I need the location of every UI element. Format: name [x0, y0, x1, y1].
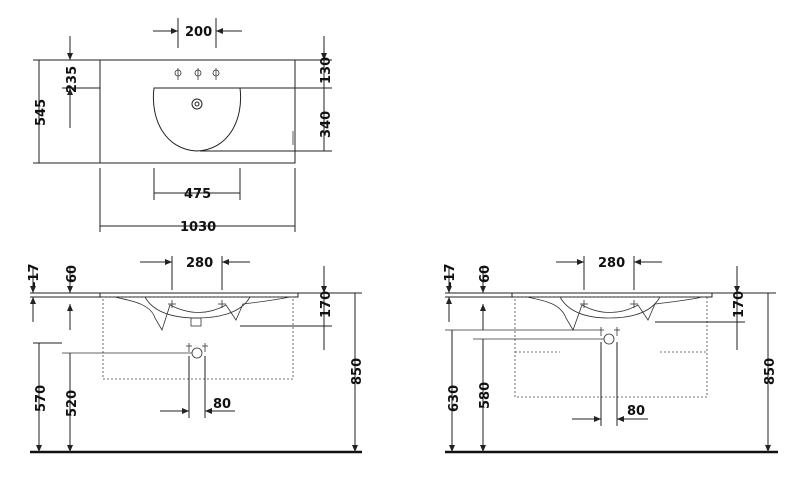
dim-280: 280	[598, 256, 625, 271]
side-view-right: -17 60 280 170 850 630 580 80	[443, 256, 778, 454]
drain-spout	[190, 317, 202, 327]
drain-icon	[191, 98, 203, 110]
dim-850: 850	[763, 358, 778, 385]
bowl-outline	[152, 87, 242, 152]
side-view-left: -17 60 280 170 850 570 520 80	[27, 256, 365, 454]
dim-200: 200	[185, 25, 212, 40]
dim-570: 570	[34, 385, 49, 412]
basin-bowl	[144, 296, 251, 319]
dim-60: 60	[65, 265, 80, 283]
top-view: 200 545 235 130 340 475 1030	[33, 18, 334, 235]
basin-bowl	[559, 296, 661, 319]
dim-235: 235	[65, 66, 80, 93]
dim-80: 80	[213, 397, 231, 412]
dim-170: 170	[319, 291, 334, 318]
drain-inner-icon	[194, 101, 200, 107]
dim-minus-17: -17	[443, 264, 458, 288]
dim-520: 520	[65, 390, 80, 417]
basin-profile	[526, 296, 703, 331]
basin-top	[99, 292, 299, 298]
dim-60: 60	[478, 265, 493, 283]
top-view-outline	[99, 59, 296, 164]
dim-580: 580	[478, 382, 493, 409]
trap-assembly	[62, 343, 208, 359]
basin-top	[511, 292, 713, 298]
dim-170: 170	[732, 291, 747, 318]
basin-profile	[114, 296, 291, 331]
trap-assembly	[445, 327, 620, 345]
dim-630: 630	[447, 385, 462, 412]
dim-545: 545	[34, 99, 49, 126]
dim-130: 130	[319, 57, 334, 84]
dim-minus-17: -17	[27, 264, 42, 288]
dim-475: 475	[184, 187, 211, 202]
dim-80: 80	[627, 404, 645, 419]
vanity-unit	[102, 296, 294, 380]
tap-holes	[174, 68, 220, 80]
dim-340: 340	[319, 111, 334, 138]
vanity-unit	[514, 296, 708, 398]
dim-850: 850	[350, 358, 365, 385]
dim-280: 280	[186, 256, 213, 271]
dim-1030: 1030	[180, 220, 216, 235]
